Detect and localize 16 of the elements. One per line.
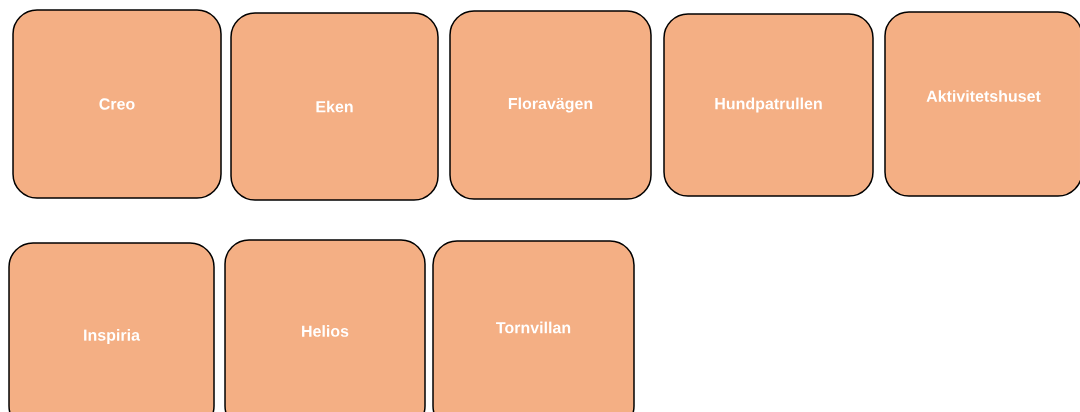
box-label: Eken [316,100,353,113]
box-label: Creo [99,98,135,110]
box-label: Aktivitetshuset [926,90,1041,102]
process-box [8,242,215,412]
process-box [12,9,222,199]
process-box [884,11,1080,197]
box-label: Inspiria [84,329,141,344]
process-box [224,239,426,412]
box-label: Helios [302,325,349,337]
process-box [432,240,635,412]
process-box [449,10,652,200]
process-box [663,13,874,197]
box-label: Hundpatrullen [715,97,822,113]
box-label: Floravägen [508,97,593,113]
process-box [230,12,439,201]
box-label: Tornvillan [496,321,571,334]
